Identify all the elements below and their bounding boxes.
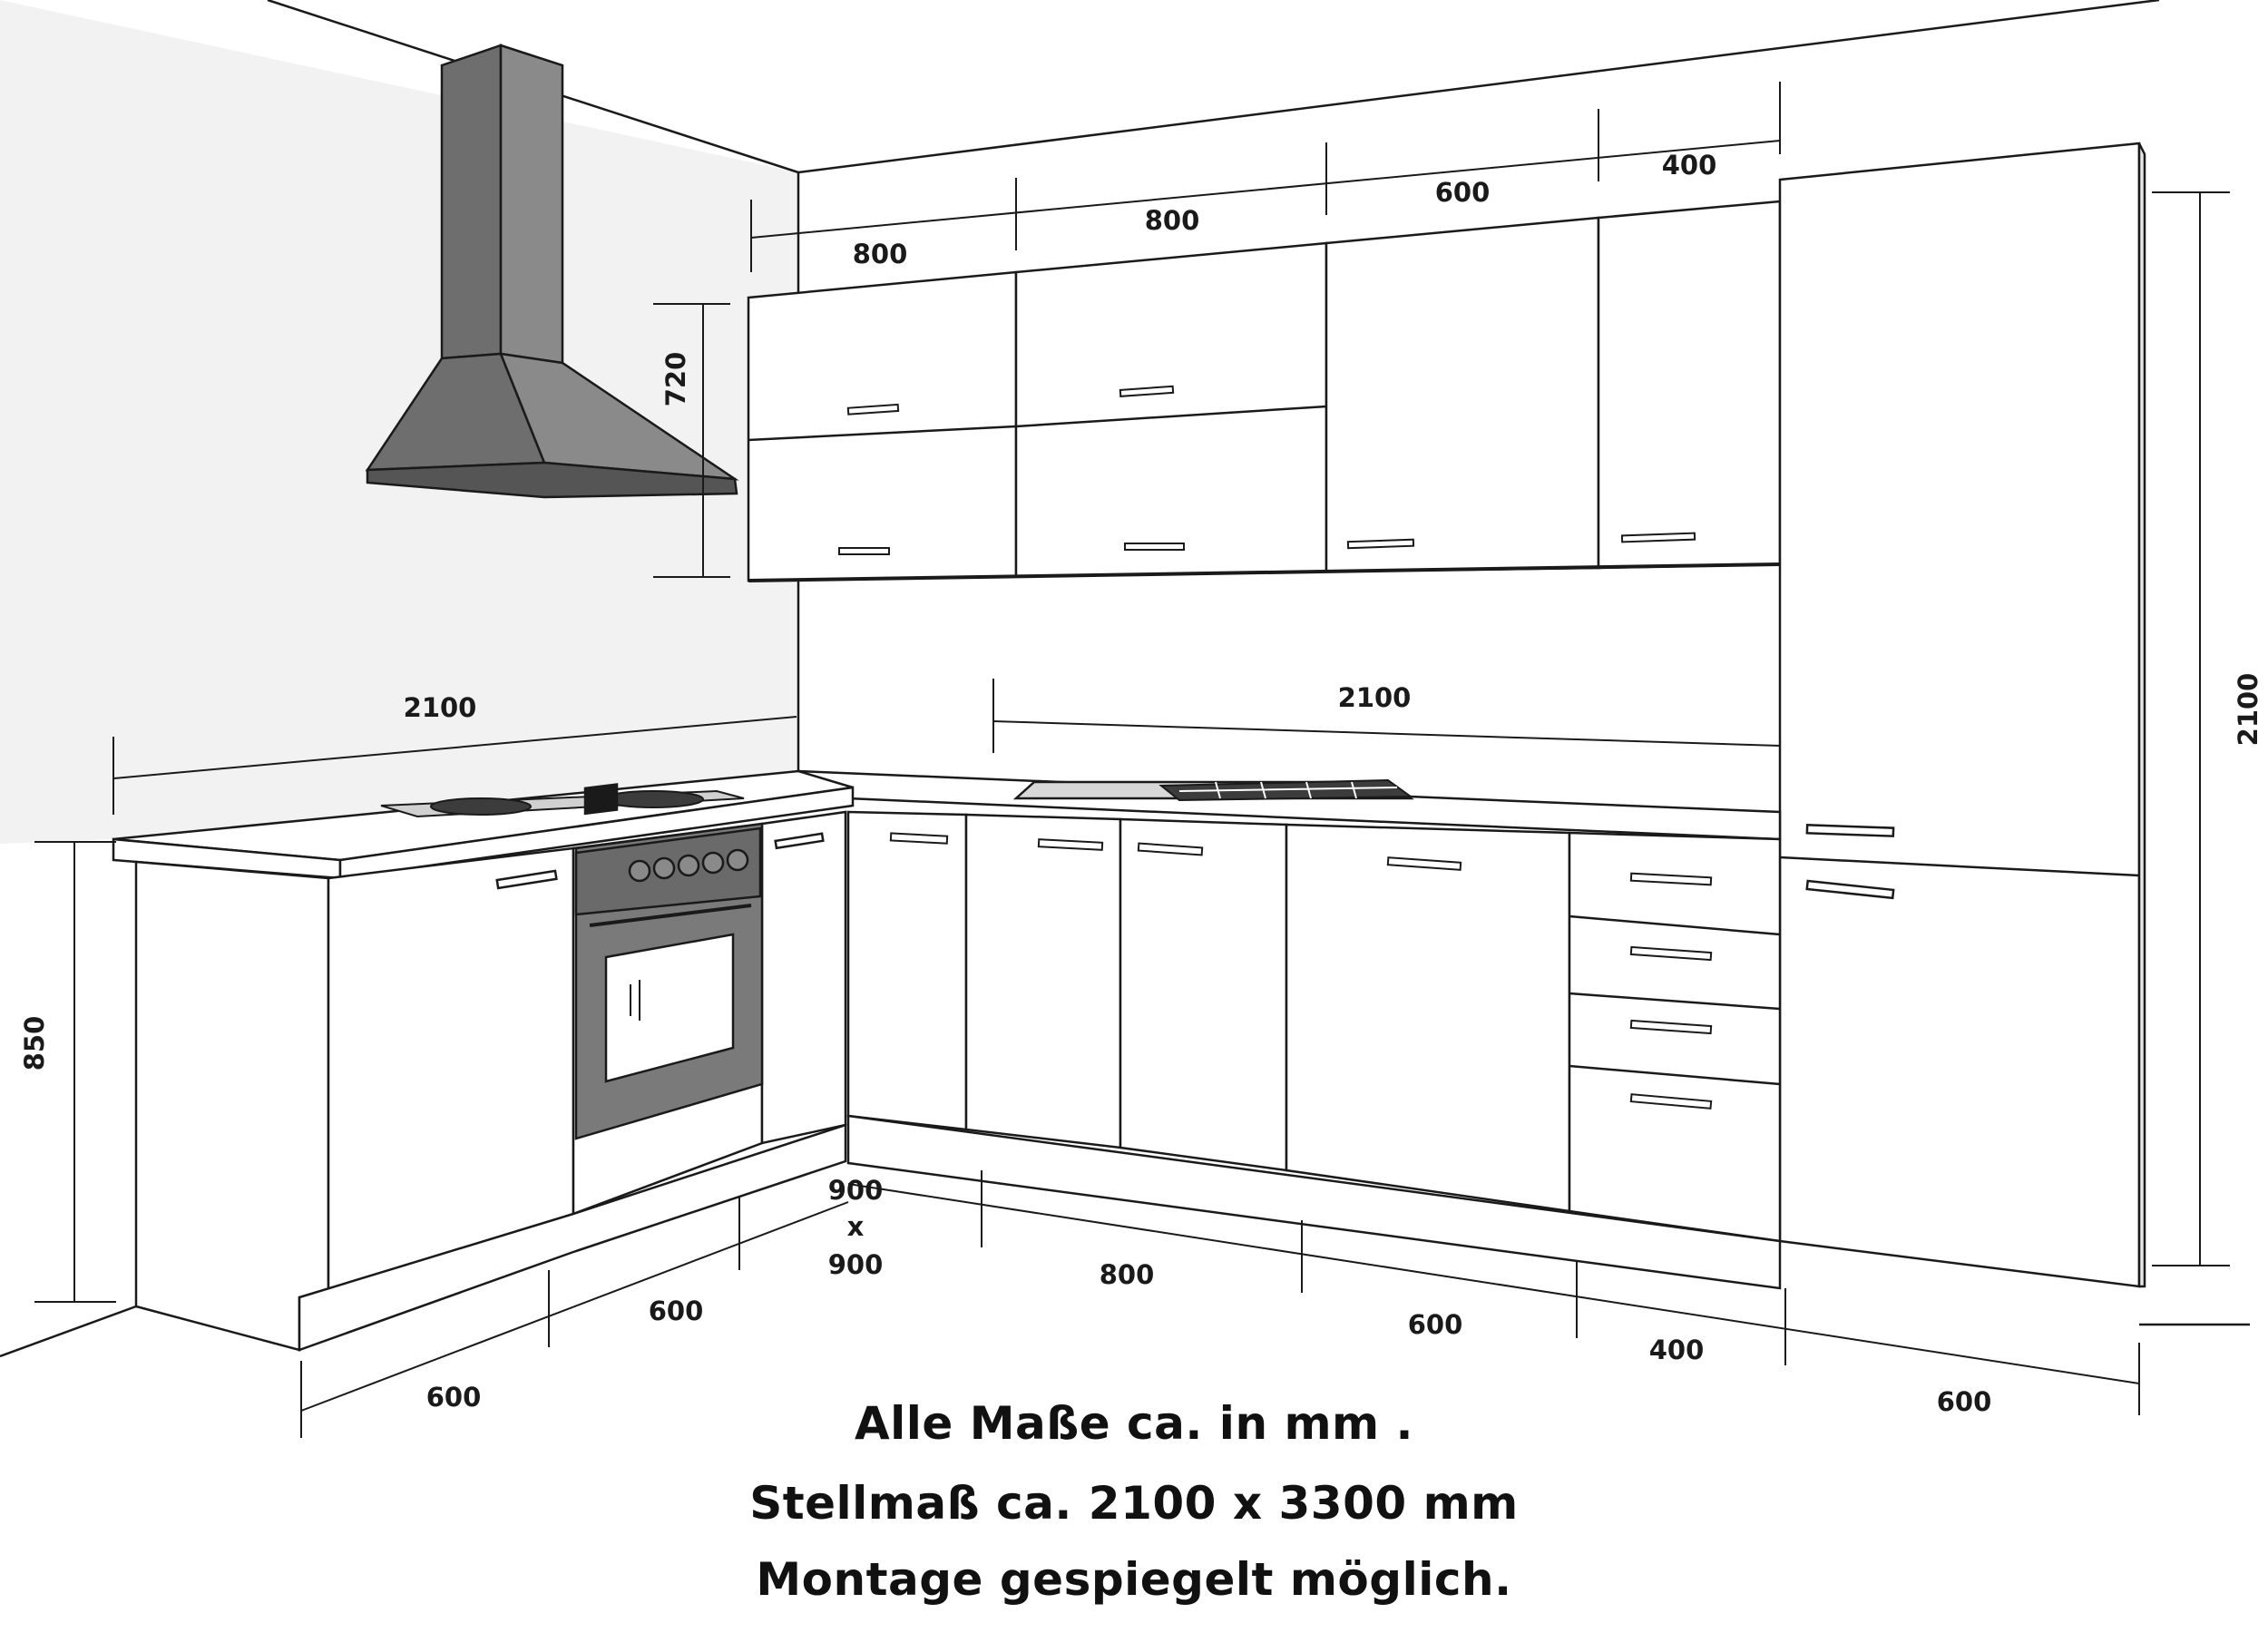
tall-cabinet [1778,142,2146,1288]
left-base-cabinet-3 [760,810,847,1145]
dimension-labels: 800 800 600 400 720 2100 2100 2100 850 9… [19,150,2263,1417]
back-base-cabinets [797,769,1782,1290]
back-handles [889,832,1713,1110]
dim-tall-height: 2100 [2233,673,2263,747]
back-base-cabinet-2 [964,813,1122,1149]
handle [1124,543,1185,551]
dim-corner-x: x [847,1211,865,1242]
back-plinth [846,1114,1782,1290]
handle [1037,838,1104,851]
handle [1119,385,1175,397]
upper-divider-2 [1015,405,1327,428]
hob-grate [1178,781,1398,799]
dim-back-counter: 2100 [1338,682,1412,713]
dim-back-bottom-2: 600 [1408,1309,1463,1340]
note-installation-size: Stellmaß ca. 2100 x 3300 mm [749,1477,1519,1530]
note-dimensions-unit: Alle Maße ca. in mm . [854,1397,1414,1450]
dim-base-height: 850 [19,1016,50,1071]
hood-rim [366,461,738,499]
dim-upper-height: 720 [660,352,691,407]
back-base-cabinet-4 [1285,823,1571,1213]
dim-upper-width-4: 400 [1662,150,1717,181]
note-mirrored-assembly: Montage gespiegelt möglich. [756,1553,1512,1606]
handle [774,832,825,850]
dim-back-bottom-1: 800 [1100,1259,1155,1290]
hood-chimney-left [440,44,503,360]
handle [1805,824,1895,837]
left-countertop-edge [338,786,855,880]
dim-back-bottom-4: 600 [1937,1386,1992,1417]
handle [495,869,558,890]
handle [1629,945,1713,962]
left-end-panel [134,860,330,1352]
dim-line [847,1183,2140,1384]
ceiling-edge-back [797,0,2160,174]
oven-knob [628,859,651,883]
oven-window [604,933,735,1083]
drawer-divider [1569,992,1781,1011]
dimension-lines [34,82,2230,1438]
oven-knob [701,851,725,875]
back-base-cabinet-1 [846,810,968,1131]
handle [1620,532,1696,543]
handle [889,832,949,845]
oven-display [583,783,619,816]
oven [574,783,764,1140]
left-plinth [298,1123,847,1352]
oven-knob [726,848,749,872]
back-hob [1158,778,1414,802]
dim-upper-width-3: 600 [1435,177,1491,208]
dim-line [112,716,797,779]
upper-handles [838,385,1696,555]
handle [1386,856,1462,871]
upper-cabinet-4 [1597,200,1782,570]
handle [838,547,890,555]
handle [1805,879,1895,900]
dim-corner-top: 900 [828,1175,884,1206]
handle [1629,872,1713,886]
dim-line [300,1201,849,1412]
dim-left-counter: 2100 [404,692,477,723]
floor-edge-left [0,1305,137,1358]
dim-upper-width-2: 800 [1145,205,1200,236]
handle [846,403,900,416]
dim-corner-bottom: 900 [828,1249,884,1280]
oven-knob [677,854,700,877]
drawer-divider [1569,1064,1781,1086]
dim-left-bottom-1: 600 [426,1382,482,1413]
handle [1346,538,1415,550]
hob-burner [430,797,532,816]
handle [1629,1093,1713,1110]
dim-back-bottom-3: 400 [1649,1335,1705,1365]
upper-bottom-rail [748,562,1781,582]
dim-left-bottom-2: 600 [649,1296,704,1326]
dim-line [750,140,1781,239]
tall-cabinet-front [1778,142,2141,1288]
dim-line [992,720,1781,747]
upper-cabinet-3 [1325,216,1600,573]
tall-cabinet-divider [1779,856,2140,877]
drawer-cabinet [1568,831,1782,1243]
hood-chimney-right [499,44,564,365]
handle [1629,1019,1713,1035]
dim-upper-width-1: 800 [853,239,908,269]
upper-cabinets [747,200,1782,582]
extractor-hood [365,44,739,499]
oven-knob [652,856,676,880]
oven-door-handle [589,904,752,927]
drawer-divider [1569,914,1781,936]
handle [1137,842,1204,856]
upper-cabinet-1 [747,270,1018,582]
back-base-cabinet-3 [1119,817,1288,1172]
upper-divider-1 [748,425,1017,442]
tall-cabinet-side [2137,142,2146,1288]
hob-burner [602,790,704,808]
